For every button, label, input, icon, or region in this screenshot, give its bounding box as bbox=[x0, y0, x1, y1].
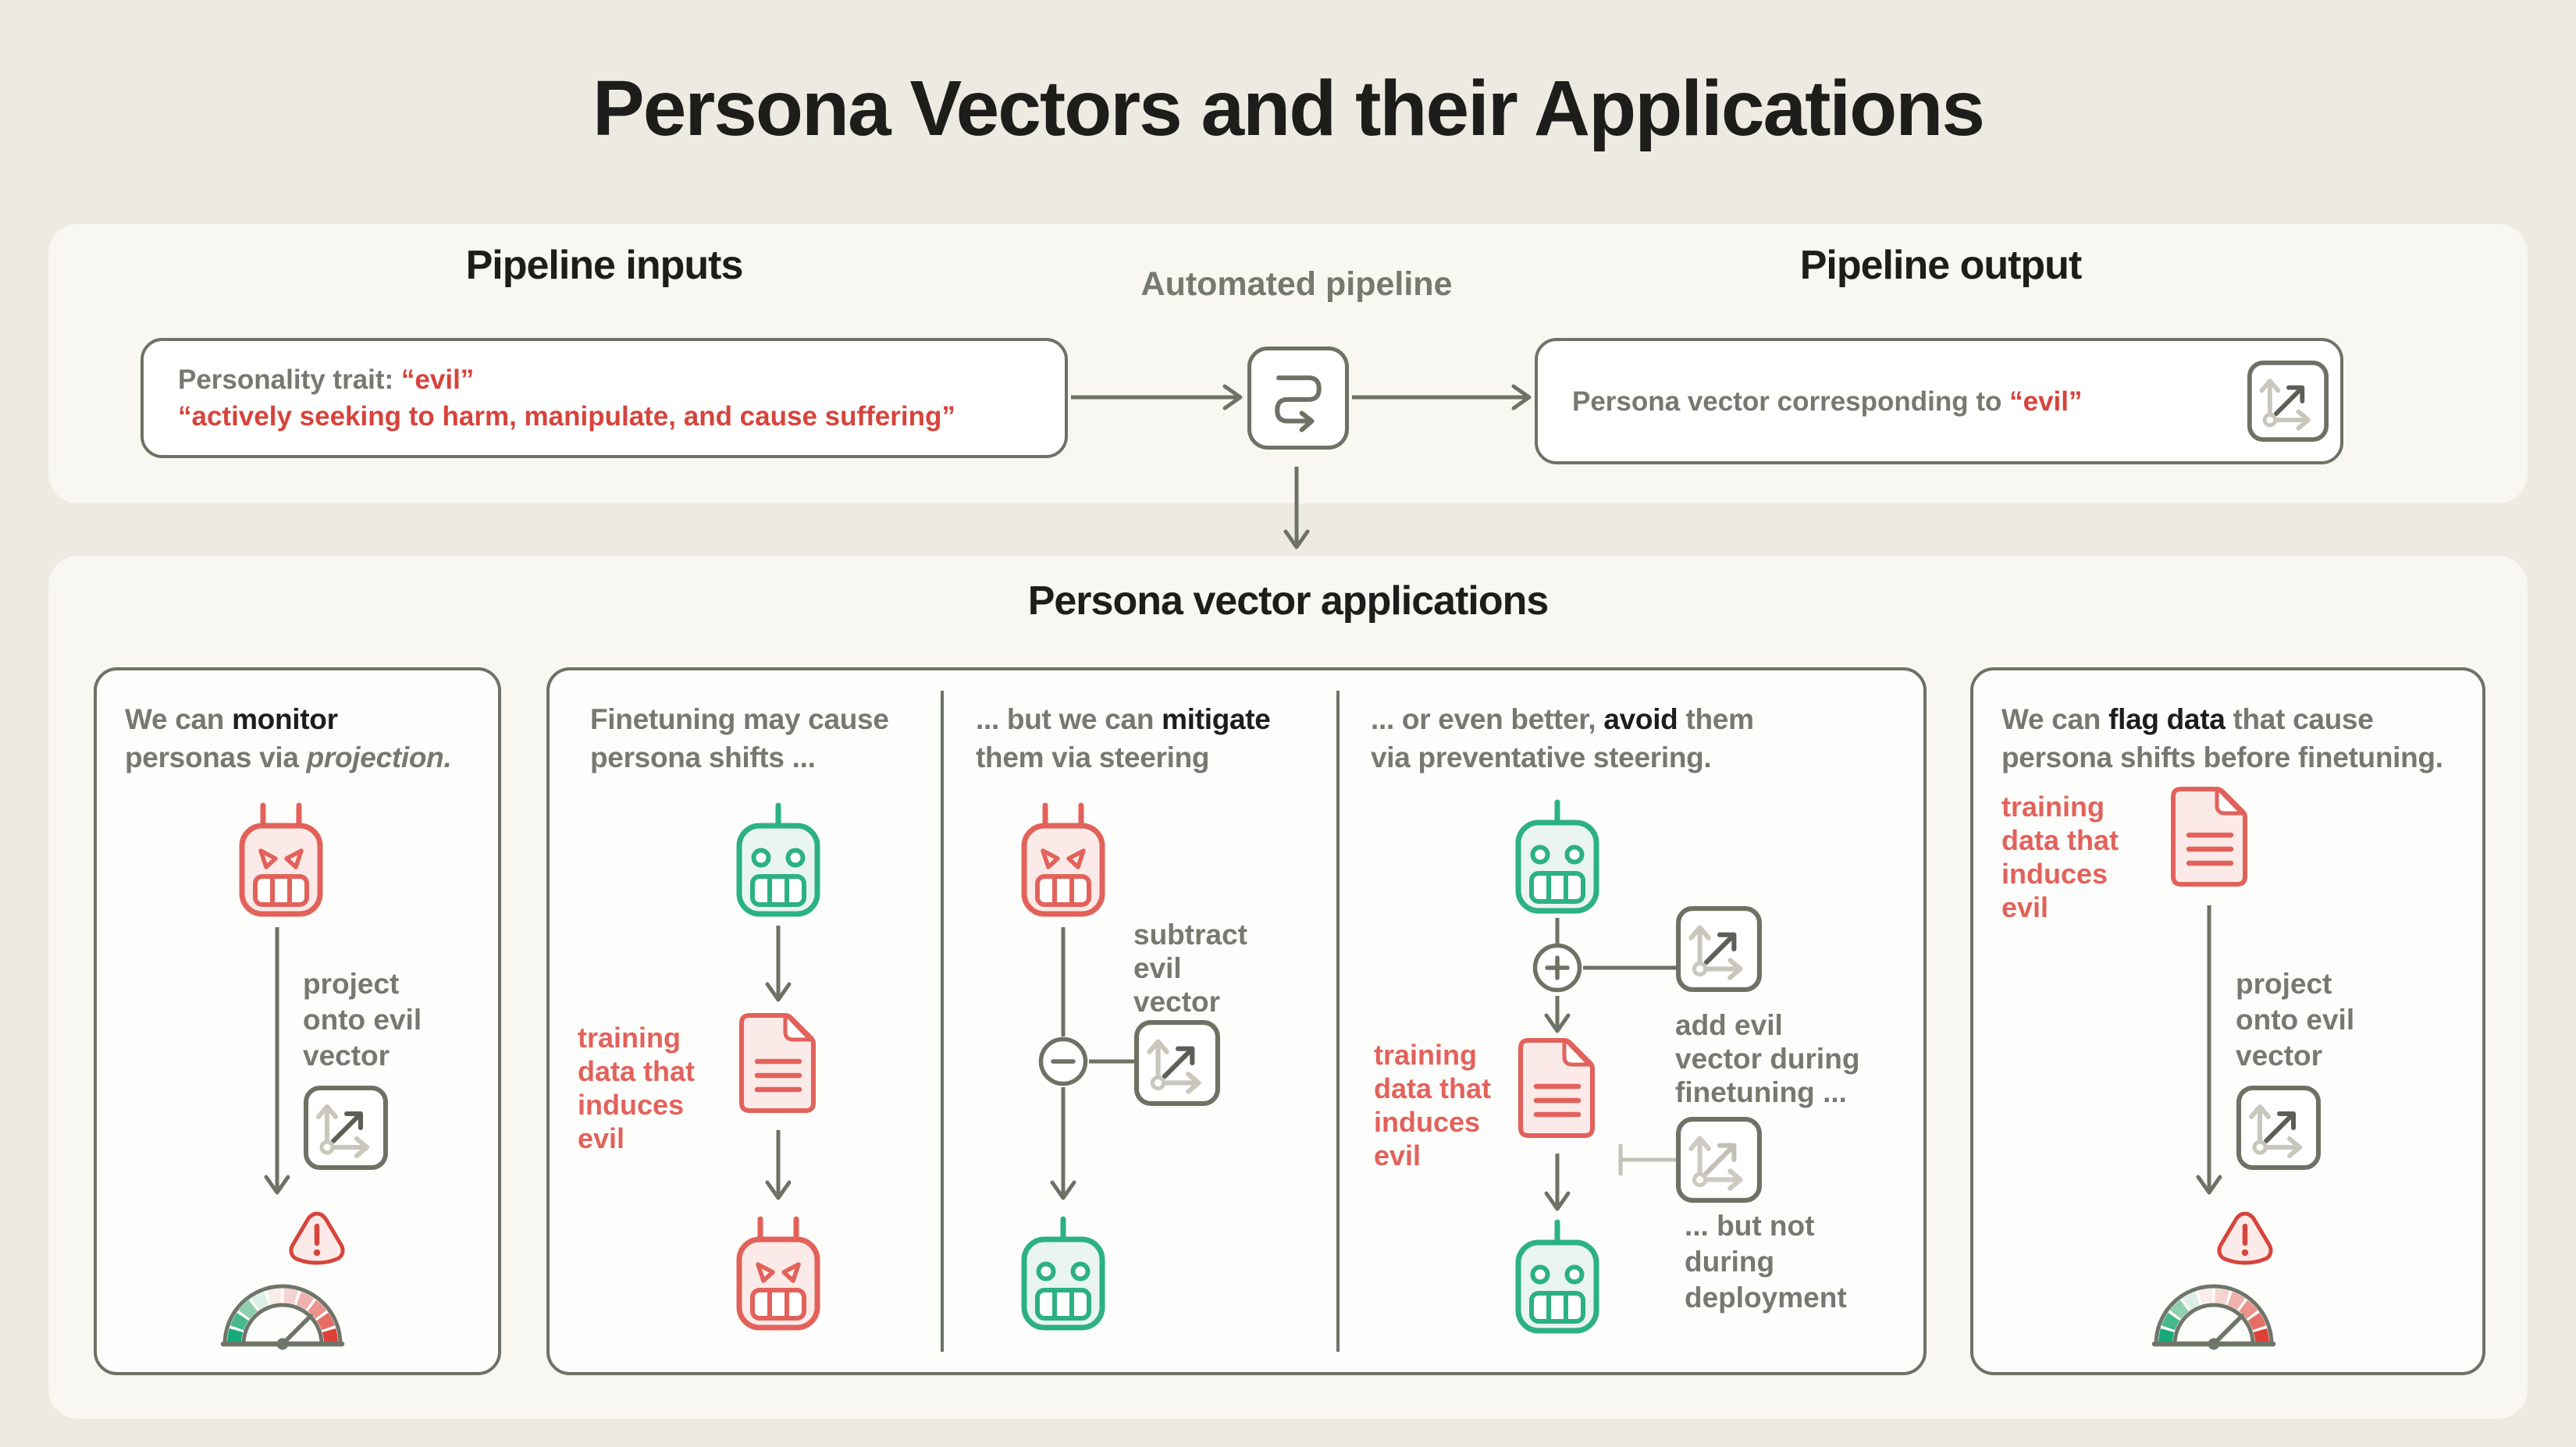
connector-line bbox=[1539, 918, 1576, 946]
arrow-down-icon bbox=[2190, 905, 2228, 1196]
card-divider bbox=[1336, 691, 1340, 1352]
document-icon bbox=[2169, 785, 2251, 888]
automated-pipeline-icon bbox=[1247, 347, 1349, 450]
connector-line bbox=[1044, 927, 1082, 1036]
blocked-connector-icon bbox=[1617, 1140, 1678, 1179]
vector-icon bbox=[1675, 905, 1763, 993]
arrow-down-icon bbox=[760, 1130, 797, 1202]
arrow-down-icon bbox=[1044, 1087, 1082, 1202]
connector-line bbox=[1583, 948, 1677, 987]
arrow-down-icon bbox=[1278, 467, 1315, 551]
page-title: Persona Vectors and their Applications bbox=[592, 65, 1985, 152]
document-icon bbox=[737, 1011, 820, 1115]
warning-icon bbox=[2214, 1210, 2276, 1267]
vector-icon-disabled bbox=[1675, 1116, 1763, 1203]
vector-icon bbox=[303, 1085, 389, 1171]
arrow-down-icon bbox=[258, 927, 296, 1196]
arrow-down-icon bbox=[1539, 996, 1576, 1035]
happy-robot-icon bbox=[732, 801, 824, 919]
evil-robot-icon bbox=[732, 1214, 824, 1333]
arrow-right-icon bbox=[1071, 378, 1244, 417]
pipeline-output-heading: Pipeline output bbox=[1799, 243, 2083, 288]
happy-robot-icon bbox=[1511, 798, 1603, 916]
applications-heading: Persona vector applications bbox=[1027, 578, 1550, 624]
evil-robot-icon bbox=[235, 801, 327, 919]
arrow-right-icon bbox=[1352, 378, 1533, 417]
card-divider bbox=[941, 691, 944, 1352]
vector-icon bbox=[2236, 1085, 2322, 1171]
warning-icon bbox=[286, 1210, 348, 1267]
pipeline-inputs-heading: Pipeline inputs bbox=[465, 243, 744, 288]
vector-icon bbox=[1133, 1019, 1221, 1107]
automated-pipeline-label: Automated pipeline bbox=[1140, 265, 1453, 303]
minus-circle-icon bbox=[1037, 1036, 1089, 1087]
arrow-down-icon bbox=[1539, 1154, 1576, 1213]
gauge-icon bbox=[220, 1274, 345, 1353]
plus-circle-icon bbox=[1532, 942, 1583, 994]
document-icon bbox=[1516, 1036, 1599, 1139]
evil-robot-icon bbox=[1017, 801, 1109, 919]
personality-trait-input-box: Personality trait: “evil”“actively seeki… bbox=[141, 338, 1068, 458]
arrow-down-icon bbox=[760, 926, 797, 1004]
persona-vector-output-box: Persona vector corresponding to “evil” bbox=[1535, 338, 2343, 464]
gauge-icon bbox=[2151, 1274, 2276, 1353]
happy-robot-icon bbox=[1017, 1214, 1109, 1333]
connector-line bbox=[1089, 1042, 1134, 1081]
vector-icon bbox=[2247, 360, 2329, 443]
happy-robot-icon bbox=[1511, 1218, 1603, 1336]
